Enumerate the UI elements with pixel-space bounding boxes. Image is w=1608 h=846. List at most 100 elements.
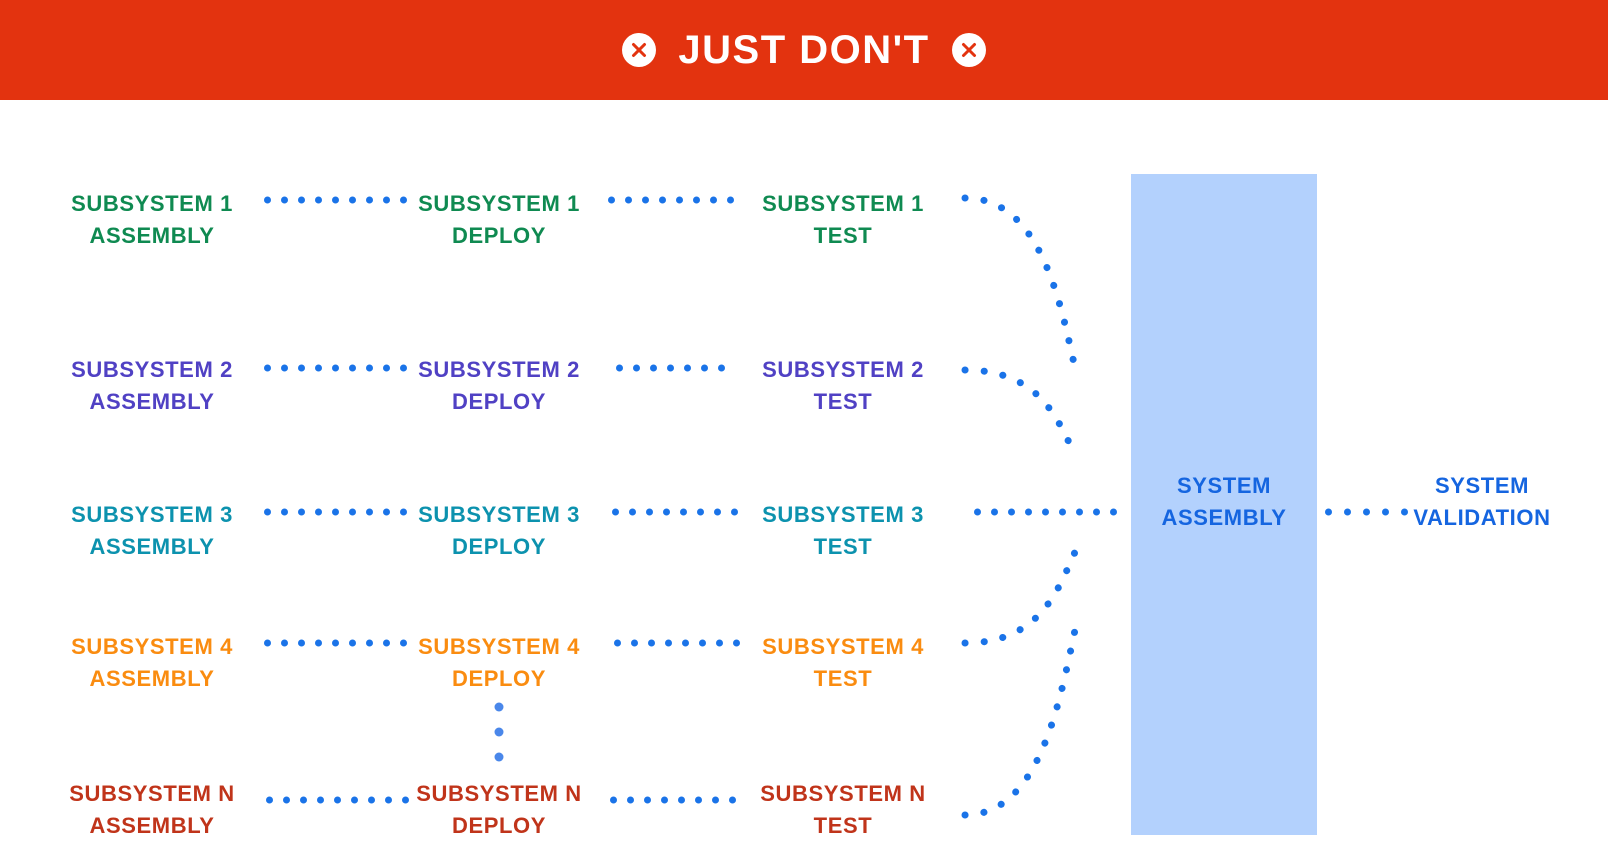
dot xyxy=(400,196,407,204)
banner-title: JUST DON'T xyxy=(678,28,930,72)
dot xyxy=(383,196,390,204)
dot xyxy=(264,639,271,647)
dot xyxy=(332,196,339,204)
dot xyxy=(366,196,373,204)
dot xyxy=(1344,508,1351,516)
dot xyxy=(716,639,723,647)
dot xyxy=(315,364,322,372)
node-subsystem-2-assembly[interactable]: SUBSYSTEM 2 ASSEMBLY xyxy=(71,357,233,414)
dot xyxy=(714,508,721,516)
system-assembly-box xyxy=(1131,174,1317,835)
dot xyxy=(695,796,702,804)
node-subsystem-4-test[interactable]: SUBSYSTEM 4 TEST xyxy=(762,634,924,691)
dot xyxy=(332,639,339,647)
dot xyxy=(264,364,271,372)
dot xyxy=(383,508,390,516)
node-subsystem-n-assembly[interactable]: SUBSYSTEM N ASSEMBLY xyxy=(69,781,235,838)
dot xyxy=(315,196,322,204)
dot xyxy=(494,752,504,762)
connector-row1-to-system xyxy=(961,194,1079,372)
dot xyxy=(614,639,621,647)
node-subsystem-1-test[interactable]: SUBSYSTEM 1 TEST xyxy=(762,191,924,248)
dot xyxy=(281,639,288,647)
dot xyxy=(1363,508,1370,516)
node-subsystem-1-deploy[interactable]: SUBSYSTEM 1 DEPLOY xyxy=(418,191,580,248)
node-subsystem-1-assembly[interactable]: SUBSYSTEM 1 ASSEMBLY xyxy=(71,191,233,248)
dot xyxy=(366,508,373,516)
node-subsystem-3-deploy[interactable]: SUBSYSTEM 3 DEPLOY xyxy=(418,502,580,559)
connector-row2-to-system xyxy=(961,366,1079,459)
node-subsystem-3-test[interactable]: SUBSYSTEM 3 TEST xyxy=(762,502,924,559)
dot xyxy=(494,727,504,737)
dot xyxy=(1093,508,1100,516)
dot xyxy=(991,508,998,516)
dot xyxy=(718,364,725,372)
dot xyxy=(733,639,740,647)
dot xyxy=(642,196,649,204)
connector-rN-assembly-deploy xyxy=(266,796,409,804)
dot xyxy=(974,508,981,516)
dot xyxy=(663,508,670,516)
dot xyxy=(699,639,706,647)
dot xyxy=(366,639,373,647)
node-subsystem-4-deploy[interactable]: SUBSYSTEM 4 DEPLOY xyxy=(418,634,580,691)
node-subsystem-2-deploy[interactable]: SUBSYSTEM 2 DEPLOY xyxy=(418,357,580,414)
vertical-ellipsis xyxy=(494,702,504,762)
dot xyxy=(629,508,636,516)
dot xyxy=(1401,508,1408,516)
dot xyxy=(298,364,305,372)
connector-rowN-to-system xyxy=(961,626,1079,819)
dot xyxy=(729,796,736,804)
node-system-assembly[interactable]: SYSTEM ASSEMBLY xyxy=(1161,473,1287,530)
dot xyxy=(383,639,390,647)
dot xyxy=(349,364,356,372)
dot xyxy=(680,508,687,516)
dot xyxy=(631,639,638,647)
dot xyxy=(682,639,689,647)
dot xyxy=(1076,508,1083,516)
node-subsystem-n-deploy[interactable]: SUBSYSTEM N DEPLOY xyxy=(416,781,582,838)
connector-r1-assembly-deploy xyxy=(264,196,407,204)
node-system-validation[interactable]: SYSTEM VALIDATION xyxy=(1413,473,1551,530)
dot xyxy=(712,796,719,804)
dot xyxy=(281,196,288,204)
dot xyxy=(731,508,738,516)
connector-system-to-validation xyxy=(1325,508,1408,516)
dot xyxy=(281,364,288,372)
dot xyxy=(298,508,305,516)
dot xyxy=(608,196,615,204)
dot xyxy=(1025,508,1032,516)
dot xyxy=(659,196,666,204)
dot xyxy=(264,508,271,516)
x-circle-icon-left xyxy=(622,33,657,67)
connector-r3-test-system xyxy=(974,508,1117,516)
dot xyxy=(727,196,734,204)
dot xyxy=(351,796,358,804)
dot xyxy=(1042,508,1049,516)
node-subsystem-n-test[interactable]: SUBSYSTEM N TEST xyxy=(760,781,926,838)
node-subsystem-2-test[interactable]: SUBSYSTEM 2 TEST xyxy=(762,357,924,414)
dot xyxy=(661,796,668,804)
dot xyxy=(648,639,655,647)
connector-r1-deploy-test xyxy=(608,196,734,204)
dot xyxy=(1059,508,1066,516)
node-subsystem-3-assembly[interactable]: SUBSYSTEM 3 ASSEMBLY xyxy=(71,502,233,559)
dot xyxy=(298,196,305,204)
dot xyxy=(625,196,632,204)
dot xyxy=(676,196,683,204)
connector-r4-assembly-deploy xyxy=(264,639,407,647)
dot xyxy=(678,796,685,804)
connector-rN-deploy-test xyxy=(610,796,736,804)
dot xyxy=(385,796,392,804)
dot xyxy=(693,196,700,204)
node-subsystem-4-assembly[interactable]: SUBSYSTEM 4 ASSEMBLY xyxy=(71,634,233,691)
dot xyxy=(1008,508,1015,516)
dot xyxy=(627,796,634,804)
connector-r3-assembly-deploy xyxy=(264,508,407,516)
dot xyxy=(283,796,290,804)
dot xyxy=(349,508,356,516)
dot xyxy=(616,364,623,372)
connector-r2-deploy-test xyxy=(616,364,725,372)
dot xyxy=(610,796,617,804)
